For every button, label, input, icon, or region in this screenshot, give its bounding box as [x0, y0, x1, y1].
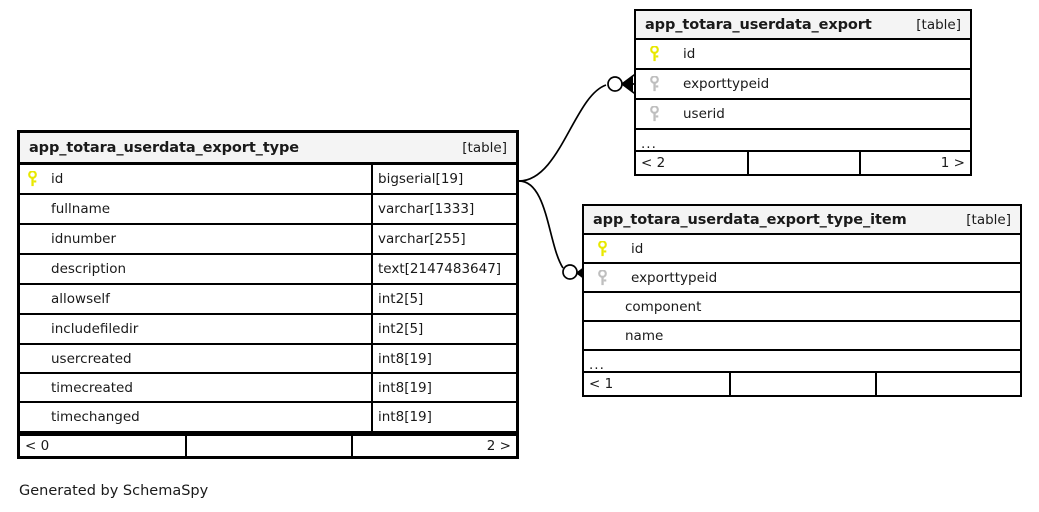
column-name: timechanged: [51, 409, 140, 425]
table-row[interactable]: idnumber varchar[255]: [20, 225, 516, 255]
table-row[interactable]: id bigserial[19]: [20, 165, 516, 195]
column-name-cell: allowself: [20, 285, 371, 313]
column-type: varchar[255]: [371, 225, 516, 253]
column-type: int2[5]: [371, 285, 516, 313]
column-name-cell: id: [636, 40, 970, 68]
column-type: bigserial[19]: [371, 165, 516, 193]
column-name-cell: includefiledir: [20, 315, 371, 343]
foreign-key-icon: [591, 269, 627, 286]
footer-middle: [729, 373, 874, 395]
table-header: app_totara_userdata_export_type_item [ta…: [584, 206, 1020, 235]
primary-key-icon: [643, 46, 679, 62]
column-name: fullname: [51, 201, 111, 217]
column-name-cell: id: [584, 235, 1020, 262]
table-row[interactable]: includefiledir int2[5]: [20, 315, 516, 345]
more-columns-indicator: ...: [636, 130, 970, 152]
column-name: userid: [683, 106, 725, 122]
column-name: idnumber: [51, 231, 117, 247]
column-name-cell: timecreated: [20, 374, 371, 401]
more-columns-indicator: ...: [584, 351, 1020, 373]
relationship-export-type-to-export: [518, 74, 635, 182]
footer-middle: [185, 436, 350, 456]
primary-key-icon: [591, 240, 627, 257]
table-row[interactable]: usercreated int8[19]: [20, 345, 516, 374]
diagram-caption: Generated by SchemaSpy: [19, 483, 209, 499]
footer-parent-count[interactable]: < 0: [25, 438, 50, 454]
table-title: app_totara_userdata_export_type_item: [593, 211, 907, 228]
table-row[interactable]: id: [584, 235, 1020, 264]
footer-parent-count[interactable]: < 1: [589, 376, 614, 392]
cardinality-zero-marker: [607, 76, 623, 92]
column-name-cell: exporttypeid: [636, 70, 970, 98]
column-name-cell: userid: [636, 100, 970, 128]
column-type: int8[19]: [371, 374, 516, 401]
column-name-cell: id: [20, 165, 371, 193]
table-row[interactable]: exporttypeid: [584, 264, 1020, 293]
column-type: int2[5]: [371, 315, 516, 343]
column-name-cell: usercreated: [20, 345, 371, 372]
column-name-cell: idnumber: [20, 225, 371, 253]
table-footer: < 0 2 >: [20, 433, 516, 456]
column-name: id: [683, 46, 696, 62]
table-row[interactable]: fullname varchar[1333]: [20, 195, 516, 225]
column-type: int8[19]: [371, 345, 516, 372]
column-name: includefiledir: [51, 321, 139, 337]
primary-key-icon: [27, 171, 47, 187]
table-header: app_totara_userdata_export_type [table]: [20, 133, 516, 165]
footer-middle: [747, 152, 858, 174]
column-type: text[2147483647]: [371, 255, 516, 283]
column-name-cell: description: [20, 255, 371, 283]
footer-child-count[interactable]: 1 >: [858, 152, 970, 174]
table-row[interactable]: id: [636, 40, 970, 70]
table-row[interactable]: allowself int2[5]: [20, 285, 516, 315]
column-name: timecreated: [51, 379, 133, 396]
crowsfoot-many-marker: [621, 74, 635, 94]
column-name: exporttypeid: [683, 76, 770, 92]
footer-child-count[interactable]: [874, 373, 1020, 395]
table-title: app_totara_userdata_export: [645, 16, 872, 33]
column-name: id: [631, 240, 644, 257]
table-row[interactable]: timechanged int8[19]: [20, 403, 516, 433]
table-header: app_totara_userdata_export [table]: [636, 11, 970, 40]
footer-parent-count[interactable]: < 2: [641, 155, 666, 171]
column-type: varchar[1333]: [371, 195, 516, 223]
relationship-export-type-to-export-type-item: [518, 180, 590, 283]
table-row[interactable]: description text[2147483647]: [20, 255, 516, 285]
column-name: description: [51, 261, 127, 277]
table-row[interactable]: component: [584, 293, 1020, 322]
column-name: name: [625, 327, 664, 344]
table-type-tag: [table]: [462, 139, 507, 156]
table-title: app_totara_userdata_export_type: [29, 139, 300, 156]
column-name-cell: name: [584, 322, 1020, 349]
table-row[interactable]: name: [584, 322, 1020, 351]
column-name: allowself: [51, 291, 110, 307]
column-name-cell: timechanged: [20, 403, 371, 431]
cardinality-zero-marker: [562, 264, 578, 280]
column-name-cell: fullname: [20, 195, 371, 223]
table-app-totara-userdata-export-type-item[interactable]: app_totara_userdata_export_type_item [ta…: [582, 204, 1022, 397]
column-name: usercreated: [51, 350, 132, 367]
table-row[interactable]: exporttypeid: [636, 70, 970, 100]
column-name-cell: component: [584, 293, 1020, 320]
foreign-key-icon: [643, 76, 679, 92]
table-type-tag: [table]: [966, 211, 1011, 228]
column-name-cell: exporttypeid: [584, 264, 1020, 291]
table-app-totara-userdata-export[interactable]: app_totara_userdata_export [table] id: [634, 9, 972, 176]
table-row[interactable]: userid: [636, 100, 970, 130]
foreign-key-icon: [643, 106, 679, 122]
column-name: exporttypeid: [631, 269, 718, 286]
column-type: int8[19]: [371, 403, 516, 431]
table-app-totara-userdata-export-type[interactable]: app_totara_userdata_export_type [table] …: [17, 130, 519, 459]
table-footer: < 1: [584, 373, 1020, 395]
table-row[interactable]: timecreated int8[19]: [20, 374, 516, 403]
column-name: component: [625, 298, 702, 315]
table-type-tag: [table]: [916, 16, 961, 33]
column-name: id: [51, 171, 64, 187]
footer-child-count[interactable]: 2 >: [350, 436, 516, 456]
table-footer: < 2 1 >: [636, 152, 970, 174]
